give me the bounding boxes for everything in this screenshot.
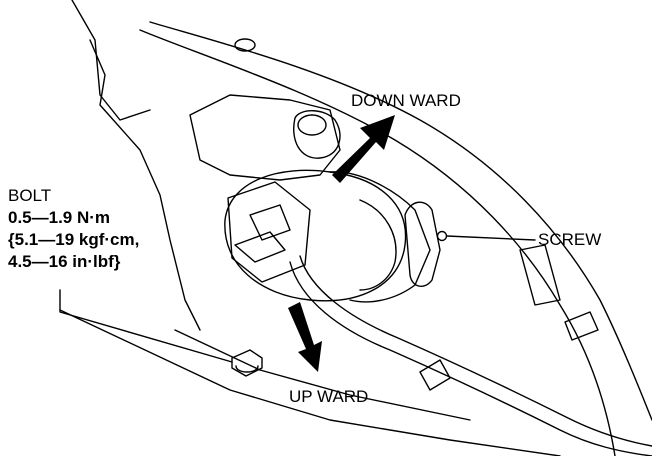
housing-inner-outline [139,29,616,456]
wire-harness-outer [289,261,652,456]
bolt-torque-kgf: {5.1—19 kgf·cm, [8,230,140,249]
bolt-leader-line [59,289,233,363]
bolt-head [231,349,263,377]
downward-arrow-icon [332,115,395,183]
screw-bracket [404,201,441,287]
housing-outline [149,21,652,421]
upper-bracket [189,94,341,181]
housing-edge [71,0,151,121]
right-tab [564,311,599,341]
bolt-title: BOLT [8,186,52,205]
screw-label: SCREW [538,230,602,249]
right-rib [519,244,561,306]
screw-head [436,230,448,242]
housing-bottom-inner [174,329,471,421]
housing-bottom [59,309,561,456]
bolt-washer [235,365,259,373]
bulb-socket-flange [329,171,431,303]
bulb-ring [359,199,397,291]
screw-leader-line [446,235,536,241]
bolt-callout: BOLT 0.5—1.9 N·m {5.1—19 kgf·cm, 4.5—16 … [8,185,139,273]
boss-cylinder-top [297,114,327,136]
wire-clip [419,359,451,391]
upward-arrow-icon [288,302,322,372]
bolt-torque-inlbf: 4.5—16 in·lbf} [8,252,121,271]
upward-label: UP WARD [289,387,369,406]
boss-cylinder [293,110,341,159]
connector-body [227,181,311,283]
bulb-socket-body [224,169,407,302]
connector-face [249,204,291,241]
downward-label: DOWN WARD [351,91,461,110]
housing-left-frame [89,39,201,331]
connector-latch [234,231,286,263]
wire-harness-inner [299,255,652,447]
mount-boss-left [234,38,256,52]
bolt-torque-nm: 0.5—1.9 N·m [8,208,111,227]
